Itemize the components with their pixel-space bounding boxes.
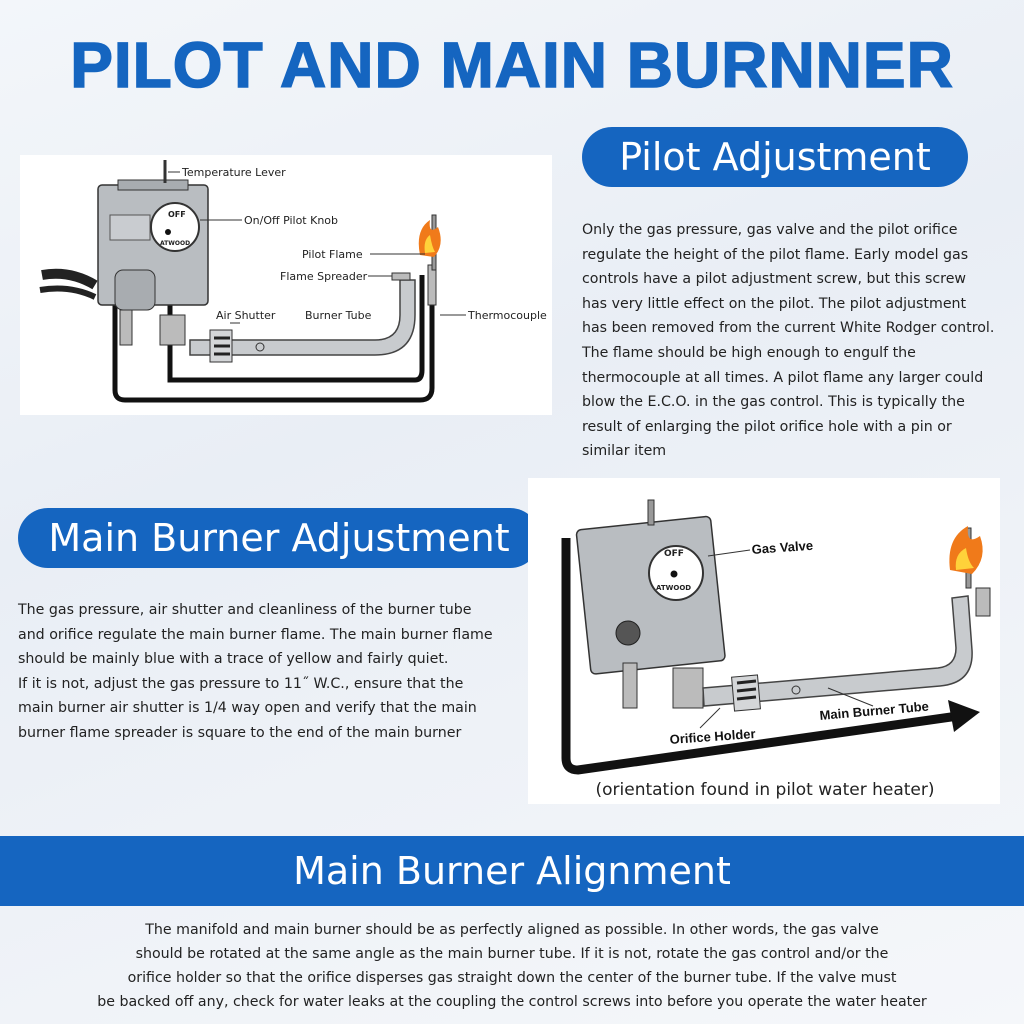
- label-thermocouple: Thermocouple: [467, 309, 547, 322]
- pilot-diagram: OFF ATWOOD Temperature Lever On/Off Pilo…: [20, 155, 552, 415]
- pilot-adjustment-text: Only the gas pressure, gas valve and the…: [582, 222, 995, 460]
- label-pilot-knob: On/Off Pilot Knob: [244, 214, 338, 227]
- pilot-knob: [150, 202, 200, 252]
- pilot-adjustment-heading: Pilot Adjustment: [582, 127, 968, 187]
- main-burner-diagram: OFF ATWOOD Gas Valve Orifice Holder Main…: [528, 478, 1000, 804]
- main-burner-alignment-text: The manifold and main burner should be a…: [97, 922, 927, 1010]
- main-burner-diagram-svg: OFF ATWOOD Gas Valve Orifice Holder Main…: [561, 499, 991, 775]
- pilot-tube-line: [112, 265, 435, 403]
- pilot-diagram-svg: OFF ATWOOD Temperature Lever On/Off Pilo…: [39, 160, 547, 403]
- brand-text: ATWOOD: [656, 584, 691, 592]
- label-burner-tube: Burner Tube: [305, 309, 372, 322]
- label-pilot-flame: Pilot Flame: [302, 248, 363, 261]
- main-burner-alignment-heading: Main Burner Alignment: [0, 836, 1024, 906]
- label-orifice-holder: Orifice Holder: [669, 726, 756, 747]
- brand-text: ATWOOD: [160, 240, 190, 247]
- flame-spreader: [391, 272, 411, 281]
- main-burner-tube: [702, 595, 973, 707]
- main-burner-adjustment-heading: Main Burner Adjustment: [18, 508, 540, 568]
- label-temperature-lever: Temperature Lever: [181, 166, 286, 179]
- main-burner-adjustment-text: The gas pressure, air shutter and cleanl…: [18, 602, 493, 741]
- label-air-shutter: Air Shutter: [216, 309, 276, 322]
- knob-off-text: OFF: [168, 210, 186, 219]
- arrow-head-icon: [948, 700, 980, 732]
- gas-valve-body: [575, 515, 726, 675]
- knob-off-text: OFF: [664, 549, 684, 559]
- thermocouple-line: [167, 265, 425, 383]
- page-title: PILOT AND MAIN BURNNER: [69, 28, 954, 102]
- orientation-arrow: [561, 538, 959, 775]
- air-shutter: [731, 674, 761, 712]
- label-flame-spreader: Flame Spreader: [280, 270, 368, 283]
- diagram-caption: (orientation found in pilot water heater…: [595, 780, 935, 800]
- gas-cable: [41, 268, 98, 290]
- label-gas-valve: Gas Valve: [751, 538, 813, 557]
